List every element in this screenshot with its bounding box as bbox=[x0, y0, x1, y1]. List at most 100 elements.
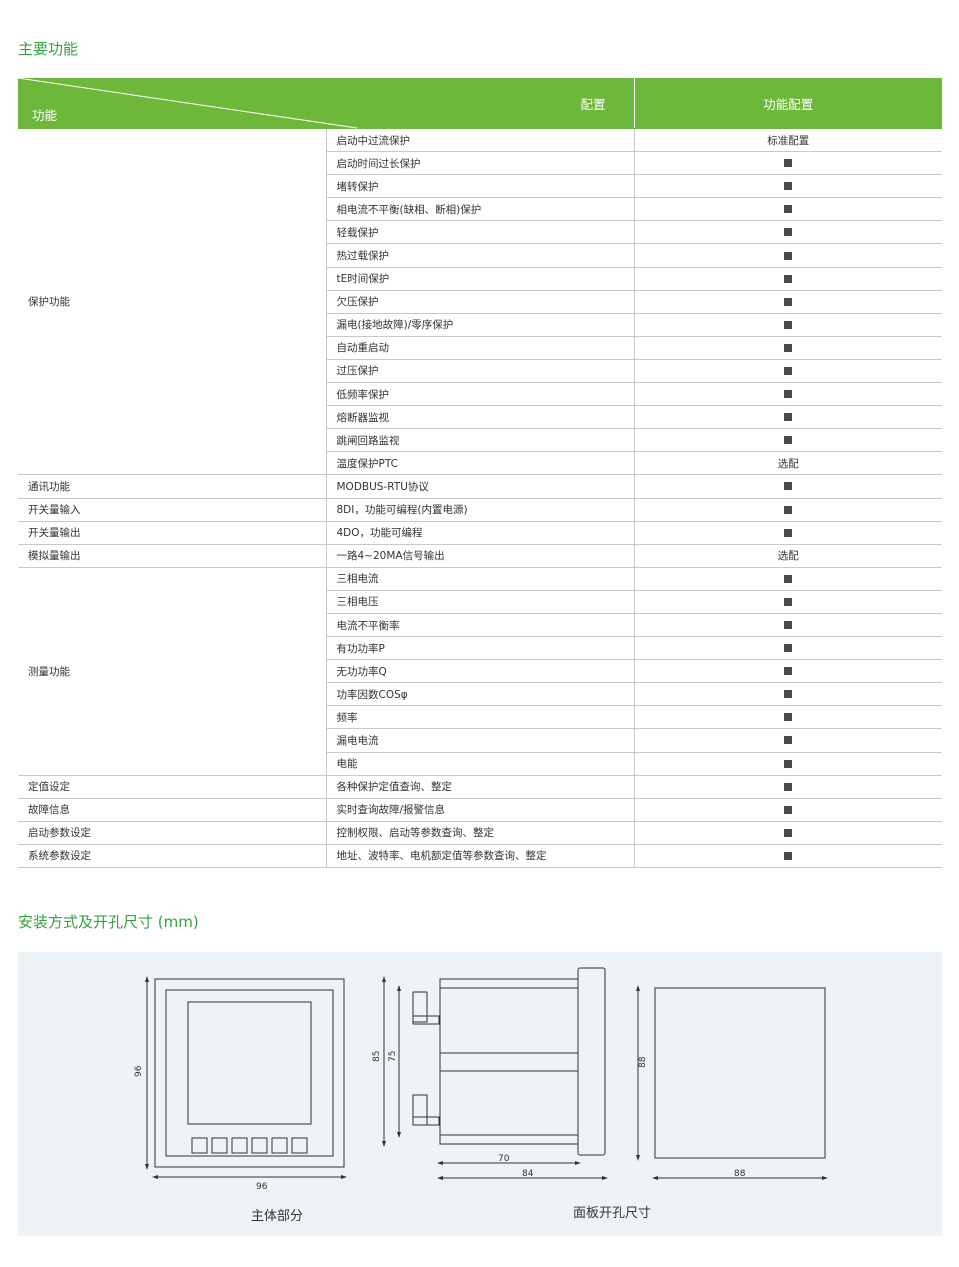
header-config-column: 功能配置 bbox=[634, 78, 942, 129]
side-inner-height-label: 75 bbox=[388, 1051, 398, 1062]
config-value-cell bbox=[634, 313, 942, 337]
table-row: 启动时间过长保护 bbox=[18, 151, 942, 176]
function-item-cell: 地址、波特率、电机额定值等参数查询、整定 bbox=[326, 844, 635, 869]
standard-config-mark-icon bbox=[784, 621, 793, 630]
table-row: 三相电压 bbox=[18, 590, 942, 614]
function-item-cell: 4DO，功能可编程 bbox=[326, 521, 635, 545]
function-item-cell: 启动时间过长保护 bbox=[326, 151, 635, 176]
front-view bbox=[145, 976, 347, 1179]
table-row: 漏电电流 bbox=[18, 728, 942, 753]
table-row: 轻载保护 bbox=[18, 220, 942, 245]
function-item-cell: 低频率保护 bbox=[326, 382, 635, 407]
header-diagonal-cell: 功能 配置 bbox=[18, 78, 635, 129]
config-value-cell bbox=[634, 382, 942, 407]
function-item-cell: 跳闸回路监视 bbox=[326, 428, 635, 453]
config-value-cell bbox=[634, 844, 942, 869]
table-row: 系统参数设定地址、波特率、电机额定值等参数查询、整定 bbox=[18, 844, 942, 869]
config-value-cell bbox=[634, 659, 942, 684]
standard-config-mark-icon bbox=[784, 159, 793, 168]
config-value-cell: 选配 bbox=[634, 451, 942, 476]
table-header-row: 功能 配置 功能配置 bbox=[18, 78, 942, 129]
standard-config-mark-icon bbox=[784, 597, 793, 606]
table-row: 模拟量输出一路4~20MA信号输出选配 bbox=[18, 544, 942, 568]
standard-config-mark-icon bbox=[784, 667, 793, 676]
table-row: 无功功率Q bbox=[18, 659, 942, 684]
table-row: 跳闸回路监视 bbox=[18, 428, 942, 453]
table-row: 自动重启动 bbox=[18, 336, 942, 360]
table-row: 启动参数设定控制权限、启动等参数查询、整定 bbox=[18, 821, 942, 845]
function-item-cell: 功率因数COSφ bbox=[326, 682, 635, 707]
config-value-cell bbox=[634, 521, 942, 545]
standard-config-mark-icon bbox=[784, 251, 793, 260]
standard-config-mark-icon bbox=[784, 436, 793, 445]
function-group-cell: 模拟量输出 bbox=[18, 544, 327, 568]
config-value-cell bbox=[634, 197, 942, 222]
side-inner-depth-label: 70 bbox=[498, 1154, 510, 1164]
function-item-cell: 三相电流 bbox=[326, 567, 635, 591]
function-item-cell: 无功功率Q bbox=[326, 659, 635, 684]
cutout-width-label: 88 bbox=[734, 1169, 746, 1179]
section-title-installation: 安装方式及开孔尺寸 (mm) bbox=[18, 913, 199, 931]
table-row: 功率因数COSφ bbox=[18, 682, 942, 707]
table-row: 欠压保护 bbox=[18, 290, 942, 314]
front-view-caption: 主体部分 bbox=[251, 1209, 304, 1224]
function-item-cell: 频率 bbox=[326, 705, 635, 730]
config-value-cell bbox=[634, 151, 942, 176]
side-view bbox=[382, 967, 608, 1180]
function-item-cell: 各种保护定值查询、整定 bbox=[326, 775, 635, 799]
function-group-cell: 定值设定 bbox=[18, 775, 327, 799]
config-value-cell bbox=[634, 728, 942, 753]
standard-config-mark-icon bbox=[784, 782, 793, 791]
table-row: 保护功能启动中过流保护标准配置 bbox=[18, 128, 942, 476]
function-item-cell: 电流不平衡率 bbox=[326, 613, 635, 638]
standard-config-mark-icon bbox=[784, 182, 793, 191]
config-value-cell bbox=[634, 243, 942, 268]
function-item-cell: 欠压保护 bbox=[326, 290, 635, 314]
table-row: 电流不平衡率 bbox=[18, 613, 942, 638]
function-item-cell: 相电流不平衡(缺相、断相)保护 bbox=[326, 197, 635, 222]
side-outer-height-label: 85 bbox=[372, 1051, 382, 1062]
table-row: 低频率保护 bbox=[18, 382, 942, 407]
function-item-cell: 过压保护 bbox=[326, 359, 635, 384]
config-value-cell bbox=[634, 267, 942, 291]
config-value-cell: 标准配置 bbox=[634, 128, 942, 153]
table-row: 故障信息实时查询故障/报警信息 bbox=[18, 798, 942, 822]
table-row: 电能 bbox=[18, 752, 942, 776]
standard-config-mark-icon bbox=[784, 413, 793, 422]
function-item-cell: 轻载保护 bbox=[326, 220, 635, 245]
config-value-cell bbox=[634, 220, 942, 245]
function-group-cell: 开关量输出 bbox=[18, 521, 327, 545]
standard-config-mark-icon bbox=[784, 713, 793, 722]
standard-config-mark-icon bbox=[784, 505, 793, 514]
cutout-caption: 面板开孔尺寸 bbox=[573, 1206, 652, 1221]
config-value-cell bbox=[634, 590, 942, 614]
front-width-label: 96 bbox=[256, 1182, 268, 1192]
side-outer-depth-label: 84 bbox=[522, 1169, 534, 1179]
config-value-cell bbox=[634, 705, 942, 730]
standard-config-mark-icon bbox=[784, 851, 793, 860]
function-item-cell: 启动中过流保护 bbox=[326, 128, 635, 153]
standard-config-mark-icon bbox=[784, 390, 793, 399]
standard-config-mark-icon bbox=[784, 205, 793, 214]
function-item-cell: 三相电压 bbox=[326, 590, 635, 614]
table-row: 频率 bbox=[18, 705, 942, 730]
standard-config-mark-icon bbox=[784, 482, 793, 491]
header-config-label: 配置 bbox=[580, 97, 606, 112]
standard-config-mark-icon bbox=[784, 574, 793, 583]
table-row: 过压保护 bbox=[18, 359, 942, 384]
standard-config-mark-icon bbox=[784, 528, 793, 537]
function-item-cell: 漏电(接地故障)/零序保护 bbox=[326, 313, 635, 337]
standard-config-mark-icon bbox=[784, 343, 793, 352]
standard-config-mark-icon bbox=[784, 228, 793, 237]
standard-config-mark-icon bbox=[784, 828, 793, 837]
table-row: 有功功率P bbox=[18, 636, 942, 661]
function-group-cell: 通讯功能 bbox=[18, 474, 327, 499]
function-item-cell: 温度保护PTC bbox=[326, 451, 635, 476]
config-value-cell bbox=[634, 428, 942, 453]
standard-config-mark-icon bbox=[784, 320, 793, 329]
standard-config-mark-icon bbox=[784, 690, 793, 699]
function-group-cell: 测量功能 bbox=[18, 567, 327, 776]
